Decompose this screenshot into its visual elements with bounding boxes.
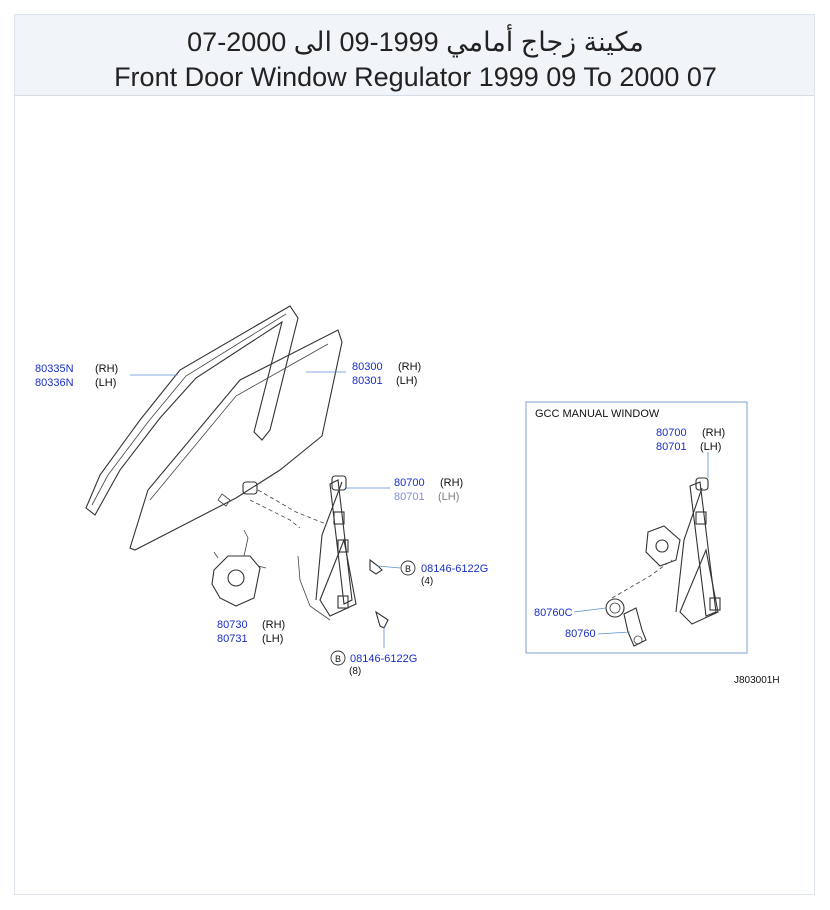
part-number-80700[interactable]: 80700 <box>394 477 425 489</box>
title-arabic: مكينة زجاج أمامي 1999-09 الى 2000-07 <box>187 27 644 57</box>
part-number-80730[interactable]: 80730 <box>217 619 248 631</box>
side-label-rh: (RH) <box>262 619 285 631</box>
door-glass <box>129 329 343 551</box>
part-number-80701[interactable]: 80701 <box>394 491 425 503</box>
inset-part-number-80700[interactable]: 80700 <box>656 427 687 439</box>
inset-title: GCC MANUAL WINDOW <box>535 408 660 420</box>
inset-gcc-manual-window: GCC MANUAL WINDOW 80700 (RH) 80701 (LH) <box>525 401 748 654</box>
side-label-lh: (LH) <box>396 375 417 387</box>
part-number-80731[interactable]: 80731 <box>217 633 248 645</box>
bolt-quantity-upper: (4) <box>421 576 433 587</box>
window-motor <box>211 529 267 607</box>
side-label-lh: (LH) <box>95 377 116 389</box>
partially-obscured-label: 80701 (LH) <box>394 491 459 503</box>
side-label-rh: (RH) <box>440 477 463 489</box>
bolt-quantity-lower: (8) <box>349 666 361 677</box>
part-number-80335n[interactable]: 80335N <box>35 363 74 375</box>
b-marker-letter: B <box>335 654 341 664</box>
side-label-lh: (LH) <box>262 633 283 645</box>
window-regulator <box>297 475 357 621</box>
hidden-line <box>611 559 673 599</box>
inset-part-number-80760c[interactable]: 80760C <box>534 607 573 619</box>
window-handle <box>623 607 647 647</box>
hidden-line <box>257 489 327 525</box>
hidden-line <box>249 499 301 529</box>
part-number-bolt-upper[interactable]: 08146-6122G <box>421 563 488 575</box>
handle-escutcheon <box>605 598 625 618</box>
glass-holder <box>217 481 258 507</box>
part-number-80301[interactable]: 80301 <box>352 375 383 387</box>
b-marker-circle <box>400 560 416 576</box>
page-frame <box>14 14 815 895</box>
side-label-rh: (RH) <box>398 361 421 373</box>
b-marker-letter: B <box>405 564 411 574</box>
side-label-rh: (RH) <box>702 427 725 439</box>
part-number-80336n[interactable]: 80336N <box>35 377 74 389</box>
side-label-rh: (RH) <box>95 363 118 375</box>
title-english: Front Door Window Regulator 1999 09 To 2… <box>114 62 717 92</box>
bolt-lower <box>375 610 389 629</box>
page-header: مكينة زجاج أمامي 1999-09 الى 2000-07 Fro… <box>14 14 815 96</box>
part-number-80300[interactable]: 80300 <box>352 361 383 373</box>
bolt-upper <box>369 558 383 575</box>
side-label-lh: (LH) <box>700 441 721 453</box>
inset-part-number-80701[interactable]: 80701 <box>656 441 687 453</box>
manual-regulator <box>645 477 721 625</box>
side-label-lh: (LH) <box>438 491 459 503</box>
part-number-bolt-lower[interactable]: 08146-6122G <box>350 653 417 665</box>
window-run-channel <box>85 305 299 516</box>
b-marker-circle <box>330 650 346 666</box>
diagram-code: J803001H <box>734 675 780 686</box>
inset-part-number-80760[interactable]: 80760 <box>565 628 596 640</box>
